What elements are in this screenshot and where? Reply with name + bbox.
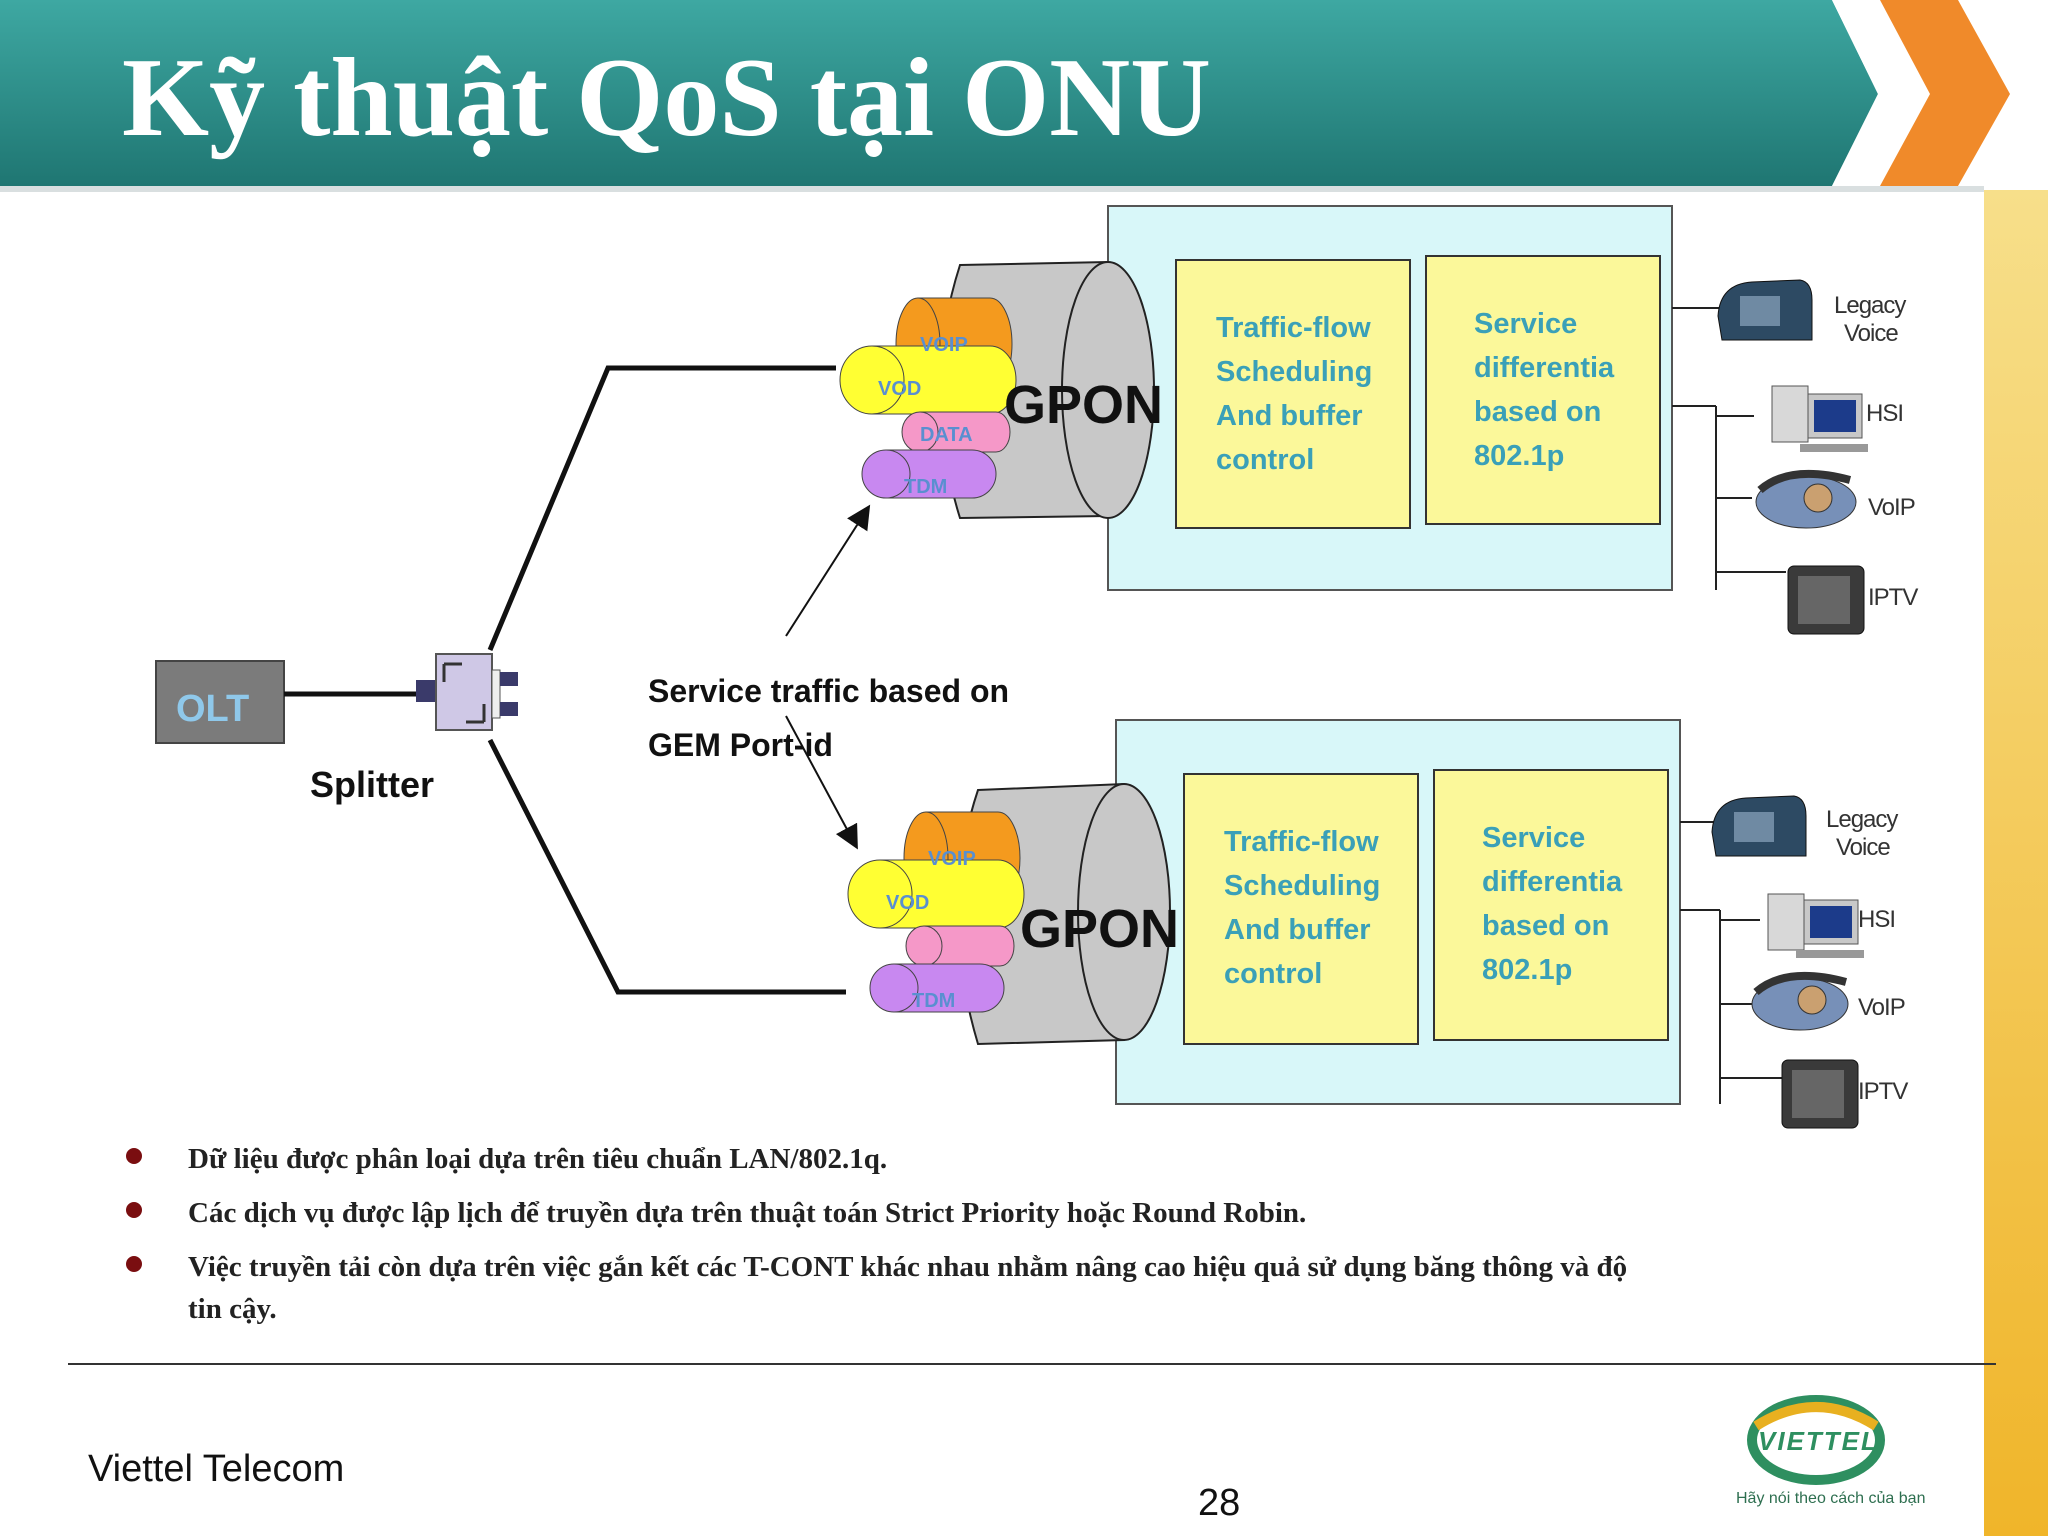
tube-voip-label: VOIP — [928, 848, 976, 870]
tube-data-label: DATA — [920, 424, 973, 446]
service-text-top: Service differentia based on 802.1p — [1474, 308, 1615, 472]
device-label-hsi: HSI — [1858, 906, 1896, 933]
legacy-phone-icon — [1717, 279, 1813, 341]
olt-label: OLT — [176, 688, 250, 730]
footer-company: Viettel Telecom — [88, 1448, 345, 1490]
traffic-flow-text-bottom: Traffic-flow Scheduling And buffer contr… — [1224, 826, 1381, 990]
tv-icon — [1781, 1059, 1859, 1129]
header-band — [0, 0, 2010, 192]
tube-tdm-label: TDM — [904, 476, 948, 498]
bullet-text: Các dịch vụ được lập lịch để truyền dựa … — [188, 1197, 1307, 1229]
device-label-legacy-voice: Legacy Voice — [1834, 292, 1906, 347]
tube-voip-label: VOIP — [920, 334, 968, 356]
bullet-dot — [126, 1148, 142, 1164]
side-bar — [1984, 190, 2048, 1536]
computer-icon — [1771, 385, 1868, 452]
device-label-iptv: IPTV — [1868, 584, 1918, 611]
voip-phone-icon — [1755, 469, 1857, 529]
traffic-flow-text-top: Traffic-flow Scheduling And buffer contr… — [1216, 312, 1373, 476]
bullet-text: Việc truyền tải còn dựa trên việc gắn kế… — [188, 1251, 1628, 1325]
tube-tdm-label: TDM — [912, 990, 956, 1012]
service-traffic-label: Service traffic based on GEM Port-id — [648, 673, 1010, 763]
splitter-icon — [416, 653, 518, 731]
gpon-label-bottom: GPON — [1020, 899, 1180, 959]
device-label-voip: VoIP — [1858, 994, 1906, 1021]
device-label-iptv: IPTV — [1858, 1078, 1908, 1105]
bullet-text: Dữ liệu được phân loại dựa trên tiêu chu… — [188, 1143, 888, 1175]
device-label-voip: VoIP — [1868, 494, 1916, 521]
logo-slogan: Hãy nói theo cách của bạn — [1736, 1490, 1926, 1507]
bullet-dot — [126, 1256, 142, 1272]
computer-icon — [1767, 893, 1864, 958]
bullet-dot — [126, 1202, 142, 1218]
legacy-phone-icon — [1711, 795, 1807, 857]
service-text-bottom: Service differentia based on 802.1p — [1482, 822, 1623, 986]
page-title: Kỹ thuật QoS tại ONU — [122, 36, 1211, 160]
device-label-hsi: HSI — [1866, 400, 1904, 427]
splitter-label: Splitter — [310, 764, 435, 805]
gpon-label-top: GPON — [1004, 375, 1164, 435]
logo-text: VIETTEL — [1758, 1426, 1879, 1456]
voip-phone-icon — [1751, 971, 1849, 1031]
device-label-legacy-voice: Legacy Voice — [1826, 806, 1898, 861]
tube-vod-label: VOD — [878, 378, 922, 400]
page-number: 28 — [1198, 1482, 1241, 1524]
tube-vod-label: VOD — [886, 892, 930, 914]
tv-icon — [1787, 565, 1865, 635]
